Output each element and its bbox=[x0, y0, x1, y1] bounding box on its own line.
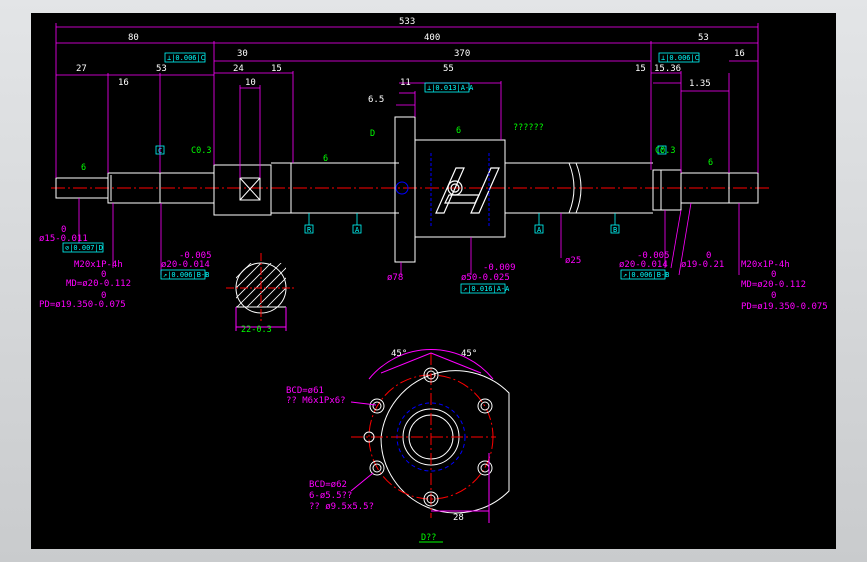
left-dia15: ø15-0.011 bbox=[39, 234, 88, 244]
left-dia15-top: 0 bbox=[61, 225, 66, 235]
right-d20-top: -0.005 bbox=[637, 251, 670, 261]
right-md: MD=ø20-0.112 bbox=[741, 280, 806, 290]
dim-15-right: 15 bbox=[635, 64, 646, 74]
gdt-nut: ⊥|0.013|A-A bbox=[427, 84, 474, 92]
dim-6-5: 6.5 bbox=[368, 95, 384, 105]
flange-hole-icon bbox=[395, 181, 409, 195]
gdt-left-runout: ⊘|0.007|D bbox=[65, 244, 103, 252]
dim-overall: 533 bbox=[399, 17, 415, 27]
roughness-3: 6 bbox=[456, 126, 461, 136]
gdt-flange: ↗|0.016|A-A bbox=[463, 285, 510, 293]
left-md: MD=ø20-0.112 bbox=[66, 279, 131, 289]
right-pd: PD=ø19.350-0.075 bbox=[741, 302, 828, 312]
dim-53-left: 53 bbox=[156, 64, 167, 74]
datum-a2: A bbox=[537, 226, 542, 234]
flange-tap: ?? M6x1Px6? bbox=[286, 396, 346, 406]
left-d20-top: -0.005 bbox=[179, 251, 212, 261]
gdt-frames bbox=[62, 52, 700, 294]
left-pd: PD=ø19.350-0.075 bbox=[39, 300, 126, 310]
gdt-left-runout2: ↗|0.006|B-B bbox=[163, 271, 209, 279]
roughness-2: 6 bbox=[323, 154, 328, 164]
right-pd-top: 0 bbox=[771, 291, 776, 301]
roughness-1: 6 bbox=[81, 163, 86, 173]
right-md-top: 0 bbox=[771, 270, 776, 280]
flange-dim-28: 28 bbox=[453, 513, 464, 523]
key-width-label: 22-0.3 bbox=[241, 325, 272, 335]
flange-cbore: ?? ø9.5x5.5? bbox=[309, 502, 374, 512]
flange-holes: 6-ø5.5?? bbox=[309, 491, 352, 501]
datum-c-left: C bbox=[158, 147, 162, 155]
dim-11: 11 bbox=[400, 78, 411, 88]
dim-27: 27 bbox=[76, 64, 87, 74]
flange-dia: ø78 bbox=[387, 273, 403, 283]
left-md-top: 0 bbox=[101, 270, 106, 280]
gdt-right-runout: ↗|0.006|B-B bbox=[623, 271, 669, 279]
key-section-view bbox=[226, 253, 296, 331]
dim-1-35: 1.35 bbox=[689, 79, 711, 89]
flange-angle-2: 45° bbox=[461, 349, 477, 359]
dim-80: 80 bbox=[128, 33, 139, 43]
screw-dia: ø25 bbox=[565, 256, 581, 266]
dim-24: 24 bbox=[233, 64, 244, 74]
note-qmarks: ?????? bbox=[513, 123, 544, 133]
flange-bcd62: BCD=ø62 bbox=[309, 480, 347, 490]
flange-front-view bbox=[350, 349, 510, 523]
flange-bcd61: BCD=ø61 bbox=[286, 386, 324, 396]
datum-r: R bbox=[307, 226, 312, 234]
nut-dia-top: -0.009 bbox=[483, 263, 516, 273]
dimension-lines bbox=[55, 23, 759, 276]
gdt-left-top: ⊥|0.006|C bbox=[167, 54, 205, 62]
roughness-4: 6 bbox=[708, 158, 713, 168]
dim-53-right: 53 bbox=[698, 33, 709, 43]
dim-370: 370 bbox=[454, 49, 470, 59]
drawing-svg: 22-0.3 533 80 400 53 30 370 16 27 16 53 … bbox=[39, 17, 828, 543]
left-pd-top: 0 bbox=[101, 291, 106, 301]
dim-10: 10 bbox=[245, 78, 256, 88]
left-d20: ø20-0.014 bbox=[161, 260, 210, 270]
dim-55: 55 bbox=[443, 64, 454, 74]
right-d19-top: 0 bbox=[706, 251, 711, 261]
datum-boxes bbox=[155, 145, 667, 234]
dim-16-right: 16 bbox=[734, 49, 745, 59]
chamfer-left: C0.3 bbox=[191, 146, 211, 156]
dim-30: 30 bbox=[237, 49, 248, 59]
right-d20: ø20-0.014 bbox=[619, 260, 668, 270]
shaft-outline bbox=[55, 116, 759, 263]
dim-15-36: 15.36 bbox=[654, 64, 681, 74]
dim-400: 400 bbox=[424, 33, 440, 43]
chamfer-right: C0.3 bbox=[655, 146, 675, 156]
datum-a1: A bbox=[355, 226, 360, 234]
gdt-right-top: ⊥|0.006|C bbox=[661, 54, 699, 62]
right-m20: M20x1P-4h bbox=[741, 260, 790, 270]
datum-c-right: C bbox=[660, 147, 664, 155]
datum-b: B bbox=[613, 226, 617, 234]
view-title-d: D?? bbox=[421, 533, 436, 543]
nut-dia: ø50-0.025 bbox=[461, 273, 510, 283]
view-mark-d: D bbox=[370, 129, 375, 139]
left-m20: M20x1P-4h bbox=[74, 260, 123, 270]
cad-drawing-canvas[interactable]: 22-0.3 533 80 400 53 30 370 16 27 16 53 … bbox=[31, 13, 836, 549]
right-d19: ø19-0.21 bbox=[681, 260, 724, 270]
flange-angle-1: 45° bbox=[391, 349, 407, 359]
nut-logo-icon bbox=[435, 167, 500, 214]
dim-16: 16 bbox=[118, 78, 129, 88]
dim-15: 15 bbox=[271, 64, 282, 74]
